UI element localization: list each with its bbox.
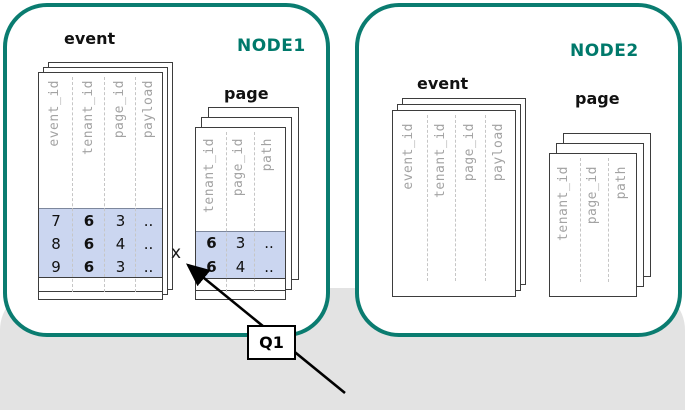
column-divider (485, 115, 486, 281)
table-row: 8 6 4 .. (39, 232, 161, 255)
cell: .. (143, 234, 154, 253)
node2-event-table: event_id tenant_id page_id payload (392, 110, 516, 297)
cell: 6 (206, 234, 217, 252)
cell: .. (143, 257, 154, 276)
query-q1-label: Q1 (247, 325, 296, 360)
column-divider (135, 77, 136, 292)
column-header-page-id: page_id (585, 166, 600, 225)
cell: 3 (115, 257, 126, 276)
cell: .. (264, 258, 274, 276)
cell: 3 (115, 211, 126, 230)
cell: 9 (51, 257, 61, 276)
column-divider (455, 115, 456, 281)
node1-event-table-title: event (64, 29, 116, 48)
node1-page-table-title: page (224, 84, 269, 103)
cell: .. (264, 234, 274, 252)
column-header-payload: payload (491, 123, 506, 182)
column-header-tenant-id: tenant_id (202, 138, 217, 213)
column-header-tenant-id: tenant_id (556, 166, 571, 241)
cell: 8 (51, 234, 61, 253)
column-divider (427, 115, 428, 281)
cell: 4 (235, 258, 246, 276)
column-header-page-id: page_id (112, 80, 127, 139)
node1-page-table: tenant_id page_id path 6 3 .. 6 4 .. (195, 127, 286, 300)
column-header-tenant-id: tenant_id (433, 123, 448, 198)
cell: 6 (83, 211, 95, 230)
column-header-page-id: page_id (231, 138, 246, 197)
cell: 4 (115, 234, 126, 253)
column-header-event-id: event_id (47, 80, 62, 147)
cell: 3 (235, 234, 246, 252)
column-header-payload: payload (141, 80, 156, 139)
column-header-page-id: page_id (462, 123, 477, 182)
table-footer-line (196, 290, 285, 291)
column-divider (226, 132, 227, 292)
highlighted-rows-region (39, 208, 162, 278)
column-divider (104, 77, 105, 292)
column-divider (254, 132, 255, 292)
join-marker: x (171, 243, 182, 263)
node1-event-table: event_id tenant_id page_id payload 7 6 3… (38, 72, 163, 300)
table-row: 6 4 .. (196, 255, 284, 279)
cell: 6 (206, 258, 217, 276)
node2-event-table-title: event (417, 74, 469, 93)
column-header-path: path (614, 166, 629, 200)
column-header-path: path (260, 138, 275, 172)
column-header-tenant-id: tenant_id (81, 80, 96, 155)
table-row: 9 6 3 .. (39, 255, 161, 278)
node2-title: NODE2 (570, 41, 639, 61)
cell: 6 (83, 257, 95, 276)
node2-page-table-title: page (575, 89, 620, 108)
node1-title: NODE1 (237, 36, 306, 56)
table-row: 7 6 3 .. (39, 209, 161, 232)
cell: .. (143, 211, 154, 230)
table-row: 6 3 .. (196, 231, 284, 255)
column-divider (580, 158, 581, 282)
cell: 7 (51, 211, 61, 230)
cell: 6 (83, 234, 95, 253)
column-divider (608, 158, 609, 282)
column-divider (72, 77, 73, 292)
column-header-event-id: event_id (401, 123, 416, 190)
node2-page-table: tenant_id page_id path (549, 153, 637, 297)
table-footer-line (39, 291, 162, 292)
